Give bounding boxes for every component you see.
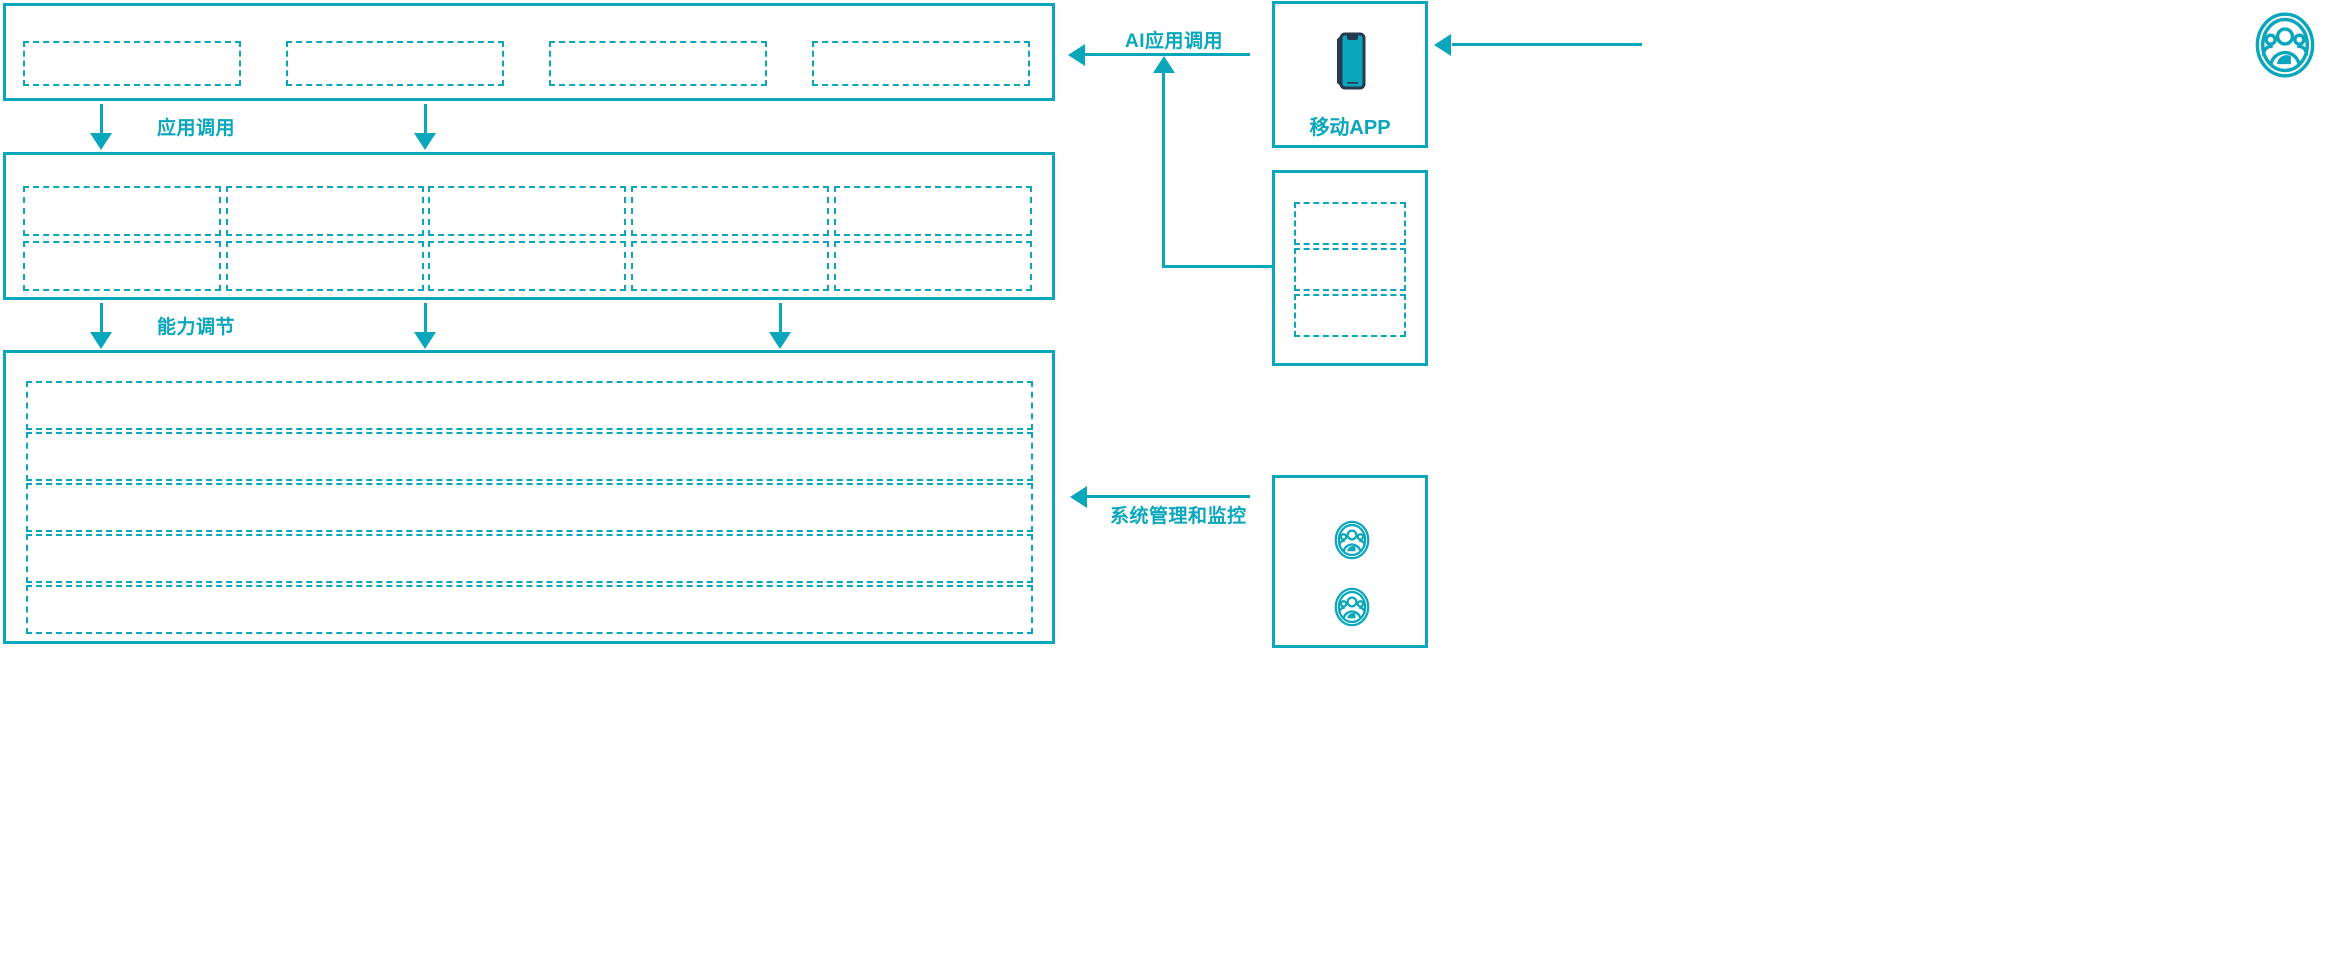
ai-app-invoke-riser-foot [1162,265,1272,268]
capability-slot-r1c1[interactable] [23,186,221,236]
capability-tune-arrow-line-3 [779,303,782,339]
app-slot-4[interactable] [812,41,1030,86]
ai-app-invoke-arrow-head [1068,44,1085,66]
ai-app-invoke-label: AI应用调用 [1125,31,1224,52]
ai-app-invoke-riser-line [1162,70,1165,268]
external-user-arrow-head [1434,34,1451,56]
client-slot-1[interactable] [1294,202,1406,245]
app-invoke-arrow-line-2 [424,104,427,140]
operations-panel[interactable] [1272,475,1428,648]
capability-tune-arrow-line-2 [424,303,427,339]
capability-slot-r2c5[interactable] [834,241,1032,291]
capability-slot-r2c2[interactable] [226,241,424,291]
external-user-icon [2251,11,2319,79]
app-slot-2[interactable] [286,41,504,86]
system-manage-arrow-line [1085,495,1250,498]
capability-tune-arrow-head-2 [414,332,436,349]
platform-row-3[interactable] [26,483,1033,532]
ai-app-invoke-arrow-line [1080,53,1250,56]
capability-slot-r1c5[interactable] [834,186,1032,236]
capability-tune-arrow-line-1 [100,303,103,339]
platform-layer-panel[interactable] [3,350,1055,644]
app-invoke-label: 应用调用 [157,118,236,139]
platform-row-4[interactable] [26,534,1033,583]
platform-row-2[interactable] [26,432,1033,481]
app-invoke-arrow-head-1 [90,133,112,150]
mobile-app-caption: 移动APP [1309,117,1391,139]
capability-tune-arrow-head-3 [769,332,791,349]
capability-tune-label: 能力调节 [157,317,236,338]
capability-slot-r1c2[interactable] [226,186,424,236]
capability-tune-arrow-head-1 [90,332,112,349]
user-group-icon-1 [1332,518,1372,562]
capability-layer-panel[interactable] [3,152,1055,300]
system-manage-monitor-label: 系统管理和监控 [1110,506,1247,527]
app-slot-1[interactable] [23,41,241,86]
app-invoke-arrow-line-1 [100,104,103,140]
external-user-arrow-line [1452,43,1642,46]
capability-slot-r1c3[interactable] [428,186,626,236]
capability-slot-r2c3[interactable] [428,241,626,291]
user-group-icon-2 [1332,585,1372,629]
client-slot-2[interactable] [1294,248,1406,291]
ai-app-invoke-riser-head [1153,56,1175,73]
app-slot-3[interactable] [549,41,767,86]
client-slot-3[interactable] [1294,294,1406,337]
app-invoke-arrow-head-2 [414,133,436,150]
system-manage-arrow-head [1070,486,1087,508]
capability-slot-r2c1[interactable] [23,241,221,291]
mobile-phone-icon [1333,30,1369,92]
platform-row-1[interactable] [26,381,1033,430]
capability-slot-r2c4[interactable] [631,241,829,291]
platform-row-5[interactable] [26,585,1033,634]
capability-slot-r1c4[interactable] [631,186,829,236]
